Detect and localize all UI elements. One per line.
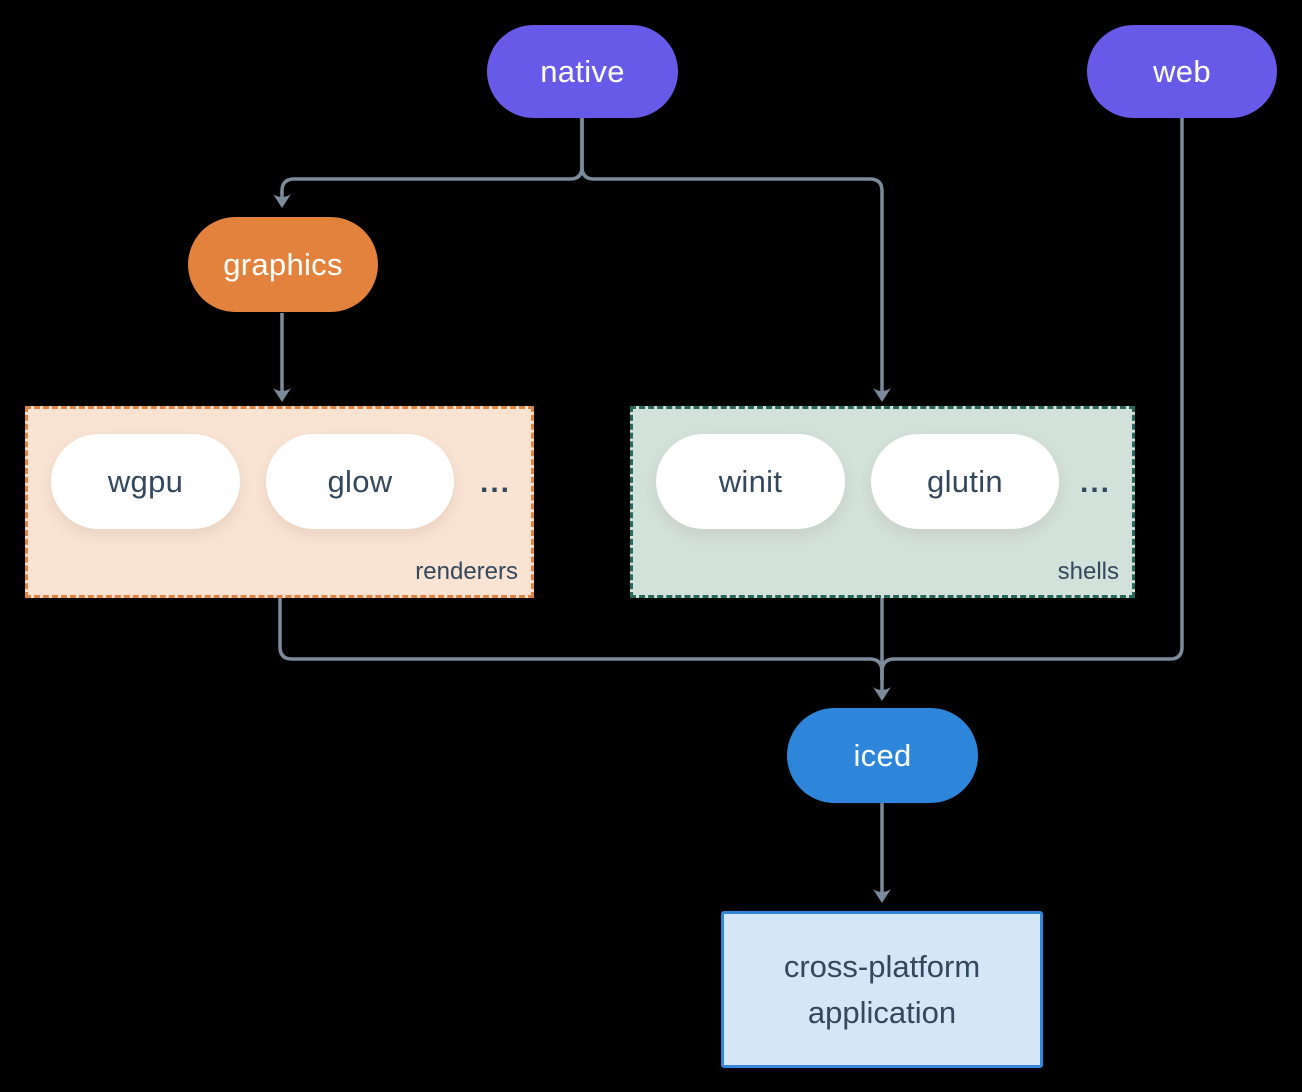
node-web-label: web <box>1153 53 1211 89</box>
node-glutin: glutin <box>871 434 1059 529</box>
arrowhead-into-renderers <box>273 388 291 402</box>
node-iced: iced <box>787 708 978 803</box>
shells-ellipsis: ... <box>1079 465 1111 499</box>
node-iced-label: iced <box>853 737 912 773</box>
group-renderers: wgpu glow ... renderers <box>25 406 534 598</box>
edge-native-to-shells <box>580 118 884 393</box>
shells-group-label: shells <box>1057 558 1119 585</box>
arrowhead-into-graphics <box>273 194 291 208</box>
application-label-line2: application <box>807 994 957 1030</box>
node-glow: glow <box>266 434 454 529</box>
node-web: web <box>1087 25 1277 118</box>
application-label-line1: cross-platform <box>783 948 981 984</box>
arrowhead-into-application <box>873 889 891 903</box>
node-cross-platform-application: cross-platform application <box>721 911 1043 1068</box>
node-wgpu-label: wgpu <box>107 463 184 499</box>
node-wgpu: wgpu <box>51 434 240 529</box>
renderers-ellipsis: ... <box>479 465 511 499</box>
node-native-label: native <box>540 53 625 89</box>
node-graphics: graphics <box>188 217 378 312</box>
node-winit: winit <box>656 434 845 529</box>
node-winit-label: winit <box>718 463 783 499</box>
renderers-group-label: renderers <box>415 558 518 585</box>
node-native: native <box>487 25 678 118</box>
node-graphics-label: graphics <box>223 246 343 282</box>
node-glutin-label: glutin <box>927 463 1003 499</box>
node-glow-label: glow <box>327 463 393 499</box>
group-shells: winit glutin ... shells <box>630 406 1135 598</box>
arrowhead-into-shells <box>873 388 891 402</box>
arrowhead-into-iced <box>873 687 891 701</box>
edge-renderers-to-iced <box>278 598 884 680</box>
edge-native-to-graphics <box>280 118 584 199</box>
